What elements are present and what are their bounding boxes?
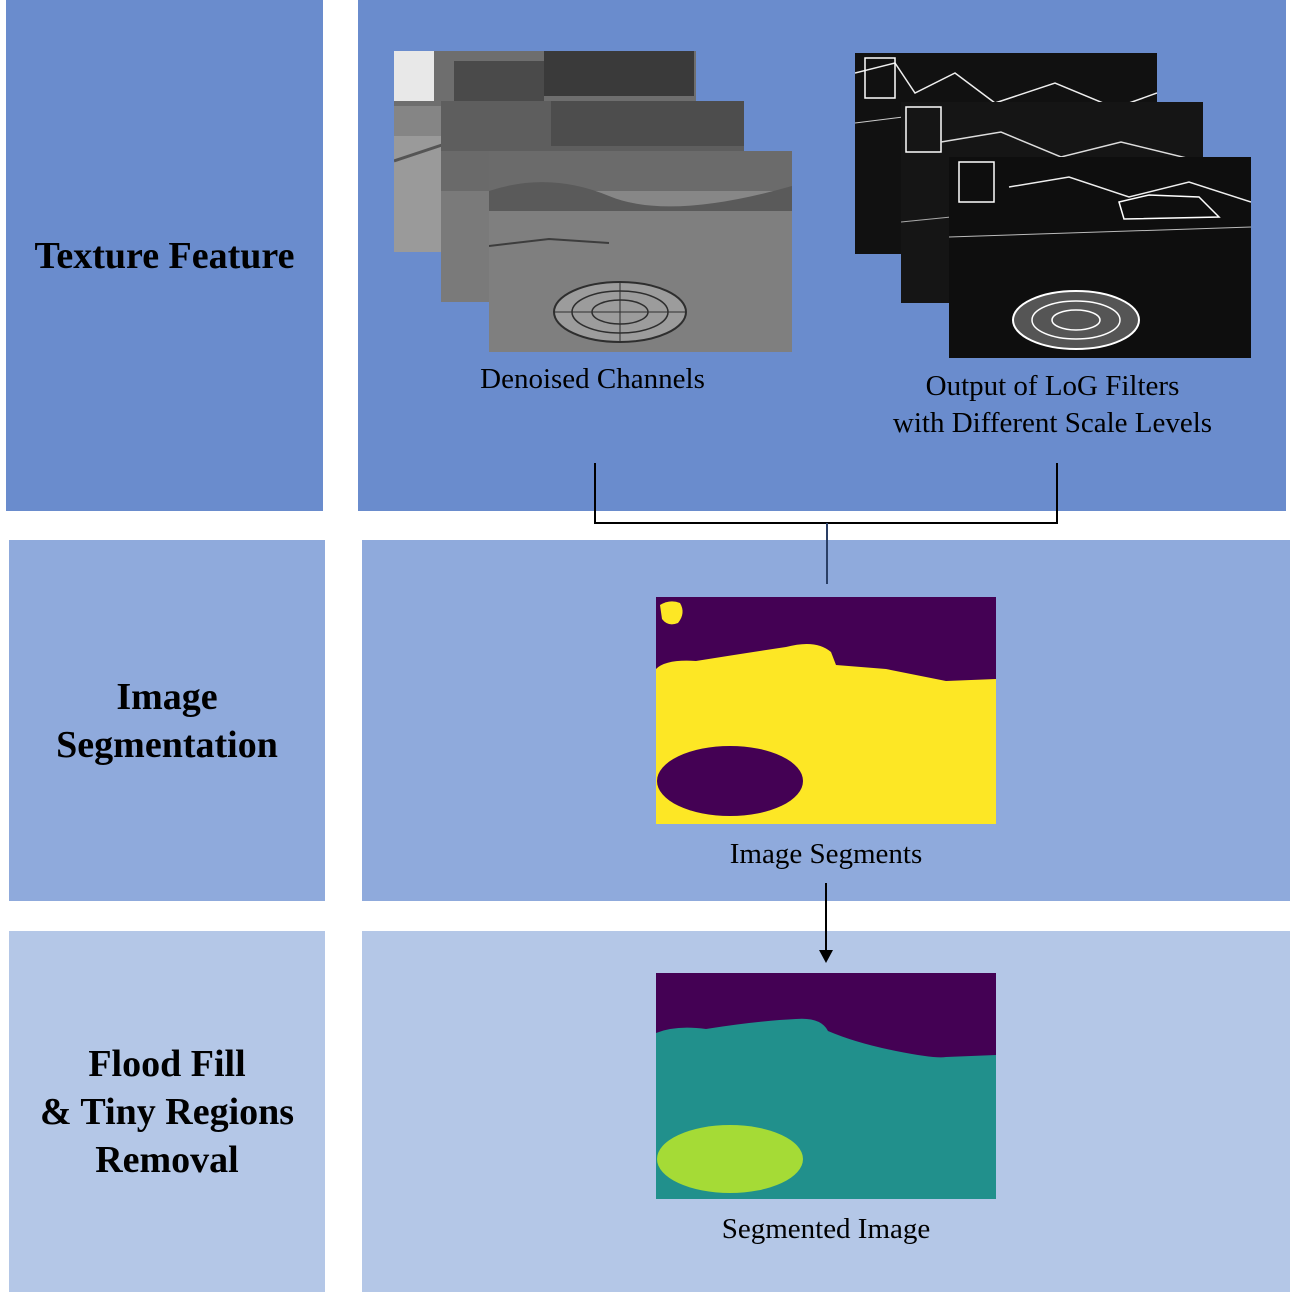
image-segments-caption: Image Segments xyxy=(729,838,923,870)
image-segmentation-label-panel: Image Segmentation xyxy=(9,540,325,901)
texture-feature-label-panel: Texture Feature xyxy=(6,0,323,511)
flood-fill-label: Flood Fill & Tiny Regions Removal xyxy=(39,1042,295,1181)
image-segmentation-label: Image Segmentation xyxy=(56,675,278,766)
segmented-image xyxy=(656,973,996,1199)
denoised-channels-caption: Denoised Channels xyxy=(480,363,705,395)
denoised-channel-image-3 xyxy=(489,151,792,352)
image-segments-image xyxy=(656,597,996,824)
segmented-image-caption: Segmented Image xyxy=(721,1213,931,1245)
texture-feature-label: Texture Feature xyxy=(34,234,295,277)
flood-fill-label-panel: Flood Fill & Tiny Regions Removal xyxy=(9,931,325,1292)
log-filter-image-3 xyxy=(949,157,1251,358)
log-filters-caption: Output of LoG Filters with Different Sca… xyxy=(892,370,1213,439)
